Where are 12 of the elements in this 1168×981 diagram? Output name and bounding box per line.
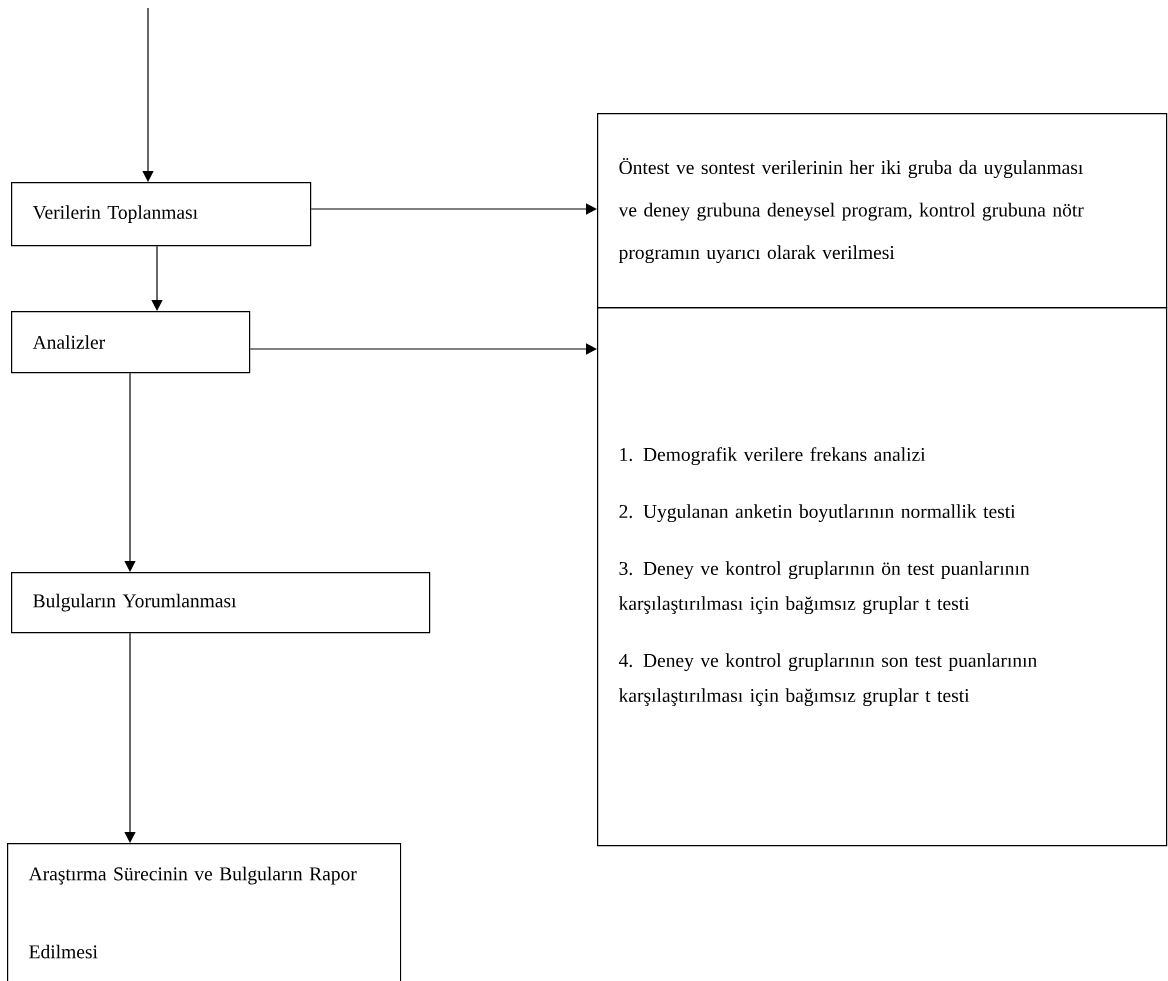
arrow [249, 343, 597, 355]
process-box: Verilerin Toplanması [11, 182, 312, 247]
process-box: 1. Demografik verilere frekans analizi 2. Uygulanan anketin boyutlarının normallik testi 3. Deney ve kontrol gruplarının ön test puanlarının karşılaştırılması için bağımsız gruplar t testi 4. Deney ve kontrol gruplarının son test puanlarının karşılaştırılması için bağımsız gruplar t testi [597, 307, 1168, 847]
arrow [124, 372, 136, 572]
process-box: Bulguların Yorumlanması [11, 572, 431, 634]
process-box: Analizler [11, 311, 251, 374]
arrow [310, 203, 597, 215]
arrow [124, 632, 136, 843]
arrow [151, 245, 163, 311]
process-box: Öntest ve sontest verilerinin her iki gruba da uygulanması ve deney grubuna deneysel program, kontrol grubuna nötr programın uyarıcı olarak verilmesi [597, 113, 1168, 309]
arrow [142, 7, 154, 182]
process-box: Araştırma Sürecinin ve Bulguların Rapor Edilmesi [7, 843, 402, 981]
